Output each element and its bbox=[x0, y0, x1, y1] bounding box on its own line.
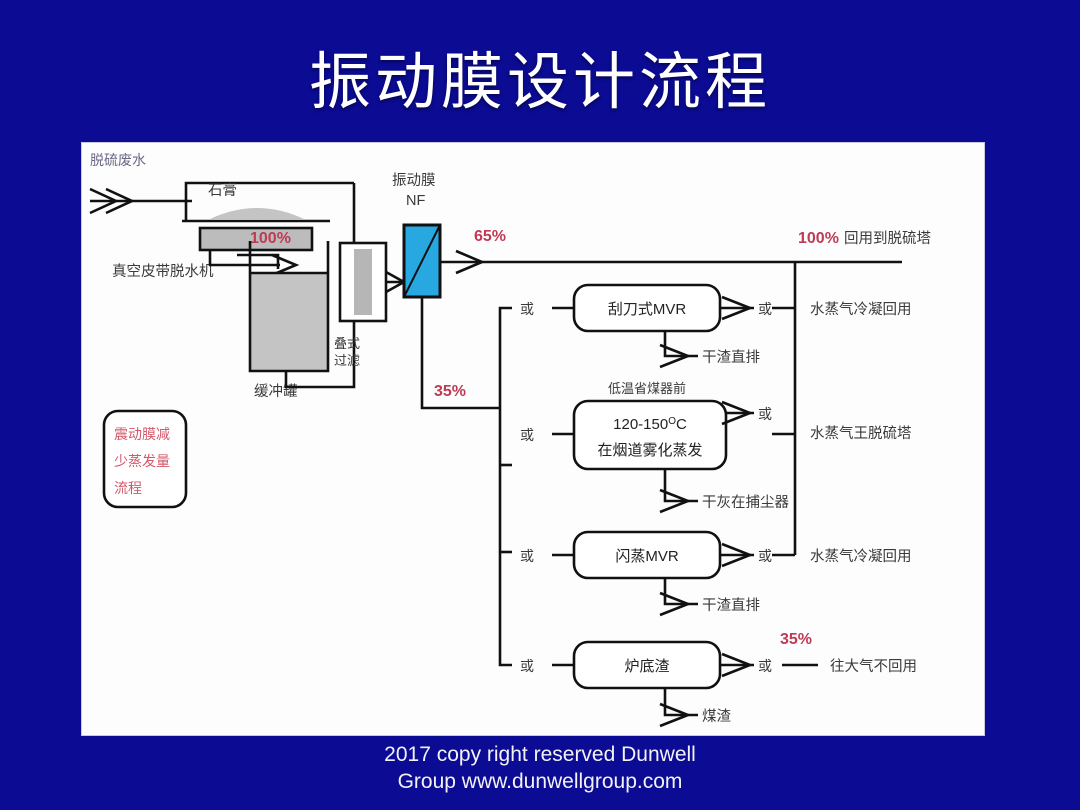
membrane-label-2: NF bbox=[406, 193, 425, 209]
dehydrator-label: 真空皮带脱水机 bbox=[112, 262, 214, 280]
branch-3-residue-label: 干渣直排 bbox=[702, 597, 760, 614]
footer-line-2: Group www.dunwellgroup.com bbox=[397, 770, 683, 793]
branch-3-or-left: 或 bbox=[520, 548, 534, 564]
branch-1-residue-label: 干渣直排 bbox=[702, 349, 760, 366]
branch-4-outlet-label: 往大气不回用 bbox=[830, 658, 917, 675]
branch-3-or-right: 或 bbox=[758, 548, 772, 564]
branch-2-outlet-label: 水蒸气王脱硫塔 bbox=[810, 425, 912, 442]
note-line-3: 流程 bbox=[114, 480, 142, 496]
branch-1-outlet-label: 水蒸气冷凝回用 bbox=[810, 301, 912, 318]
membrane-label-1: 振动膜 bbox=[392, 172, 436, 189]
stack-filter-label-1: 叠式 bbox=[334, 336, 360, 351]
gypsum-label: 石膏 bbox=[208, 182, 237, 199]
branch-1-or-right: 或 bbox=[758, 301, 772, 317]
branch-4-process-label: 炉底渣 bbox=[624, 658, 669, 675]
note-box bbox=[102, 409, 188, 509]
branch-3-process-label: 闪蒸MVR bbox=[615, 548, 679, 565]
flow-diagram: 脱硫废水 真空皮带脱水机 石膏 100% 缓冲罐 叠式 过滤 bbox=[89, 152, 931, 728]
diagram-panel: 脱硫废水 真空皮带脱水机 石膏 100% 缓冲罐 叠式 过滤 bbox=[82, 143, 984, 735]
branch-2-residue-label: 干灰在捕尘器 bbox=[702, 494, 789, 511]
branch-2-process-box[interactable] bbox=[572, 399, 728, 471]
atmosphere-percent: 35% bbox=[780, 631, 812, 648]
footer: 2017 copy right reserved Dunwell Group w… bbox=[0, 741, 1080, 795]
branch-2-process-line2: 在烟道雾化蒸发 bbox=[597, 442, 702, 459]
feed-percent: 100% bbox=[250, 230, 291, 247]
note-line-1: 震动膜减 bbox=[114, 426, 170, 442]
buffer-tank-label: 缓冲罐 bbox=[254, 383, 298, 400]
reuse-label: 回用到脱硫塔 bbox=[844, 230, 931, 247]
branch-2-or-right: 或 bbox=[758, 406, 772, 422]
branch-3-outlet-label: 水蒸气冷凝回用 bbox=[810, 548, 912, 565]
note-line-2: 少蒸发量 bbox=[114, 453, 170, 469]
branch-1-or-left: 或 bbox=[520, 301, 534, 317]
page-title: 振动膜设计流程 bbox=[308, 49, 771, 117]
permeate-percent: 65% bbox=[474, 228, 506, 245]
branch-4-or-right: 或 bbox=[758, 658, 772, 674]
branch-2-process-line1: 120-150OC bbox=[613, 416, 687, 434]
branch-4-or-left: 或 bbox=[520, 658, 534, 674]
branch-1-process-label: 刮刀式MVR bbox=[608, 301, 687, 318]
branch-2-or-left: 或 bbox=[520, 427, 534, 443]
branch-4-residue-label: 煤渣 bbox=[702, 708, 731, 725]
inlet-label: 脱硫废水 bbox=[90, 152, 146, 168]
stack-filter-label-2: 过滤 bbox=[334, 353, 360, 368]
reuse-percent: 100% bbox=[798, 230, 839, 247]
branch-2-caption: 低温省煤器前 bbox=[608, 381, 686, 396]
concentrate-percent: 35% bbox=[434, 383, 466, 400]
footer-line-1: 2017 copy right reserved Dunwell bbox=[384, 743, 696, 766]
